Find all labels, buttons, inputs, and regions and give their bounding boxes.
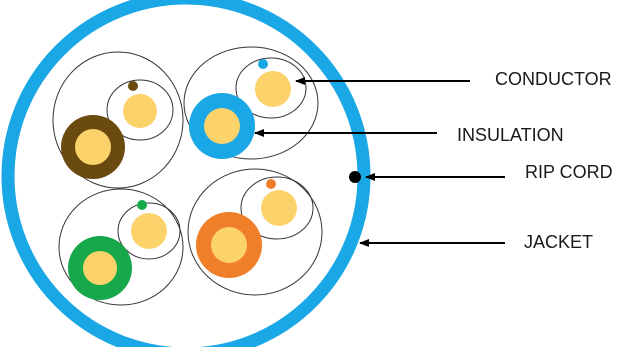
- pair-brown-outline: [52, 51, 184, 189]
- conductor-label: CONDUCTOR: [495, 69, 612, 89]
- pair-green-striped-conductor: [131, 213, 167, 249]
- pair-blue-solid-conductor: [204, 108, 240, 144]
- pair-blue-stripe-dot: [258, 59, 268, 69]
- jacket-label: JACKET: [524, 232, 594, 252]
- pair-brown-stripe-dot: [128, 81, 138, 91]
- pair-green-inner-outline: [117, 202, 181, 260]
- pair-orange-stripe-dot: [266, 179, 276, 189]
- pair-blue-striped-conductor: [255, 71, 291, 107]
- pair-orange-striped-conductor: [261, 190, 297, 226]
- pair-blue-outline: [183, 46, 319, 160]
- pair-orange-outline: [187, 168, 323, 296]
- pair-orange-inner-outline: [240, 176, 314, 240]
- pair-orange-solid-conductor: [211, 227, 247, 263]
- pair-green-outline: [58, 188, 184, 306]
- pair-brown: [52, 51, 184, 189]
- pair-brown-solid-conductor: [75, 129, 111, 165]
- pair-brown-striped-conductor: [123, 94, 157, 128]
- pair-blue: [183, 46, 319, 160]
- insulation-label: INSULATION: [457, 125, 564, 145]
- pair-blue-inner-outline: [235, 57, 307, 119]
- pair-green-stripe-dot: [137, 200, 147, 210]
- pair-green: [58, 188, 184, 306]
- pair-orange: [187, 168, 323, 296]
- rip-cord-label: RIP CORD: [525, 162, 613, 182]
- pair-green-solid-conductor: [83, 251, 117, 285]
- jacket-ring: [1, 0, 371, 347]
- rip-cord: [349, 171, 361, 183]
- pair-brown-inner-outline: [106, 79, 174, 141]
